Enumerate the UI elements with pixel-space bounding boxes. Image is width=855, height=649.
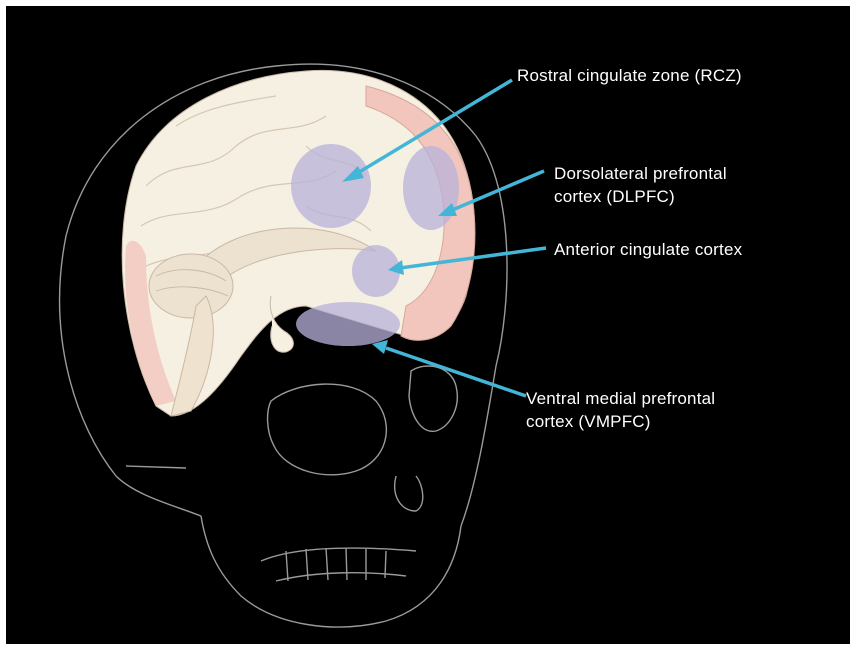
brain [122,70,475,416]
region-dlpfc [403,146,459,230]
brain-skull-illustration [6,6,850,644]
label-dlpfc-line2: cortex (DLPFC) [554,185,727,208]
label-acc-text: Anterior cingulate cortex [554,238,742,261]
arrow-icon-vmpfc [372,340,526,396]
label-vmpfc: Ventral medial prefrontal cortex (VMPFC) [526,387,715,433]
label-rcz: Rostral cingulate zone (RCZ) [517,64,742,87]
label-dlpfc-line1: Dorsolateral prefrontal [554,162,727,185]
label-vmpfc-line2: cortex (VMPFC) [526,410,715,433]
label-acc: Anterior cingulate cortex [554,238,742,261]
label-vmpfc-line1: Ventral medial prefrontal [526,387,715,410]
diagram-frame: Rostral cingulate zone (RCZ) Dorsolatera… [6,6,850,644]
label-rcz-text: Rostral cingulate zone (RCZ) [517,64,742,87]
region-vmpfc [296,302,400,346]
region-rcz [291,144,371,228]
label-dlpfc: Dorsolateral prefrontal cortex (DLPFC) [554,162,727,208]
